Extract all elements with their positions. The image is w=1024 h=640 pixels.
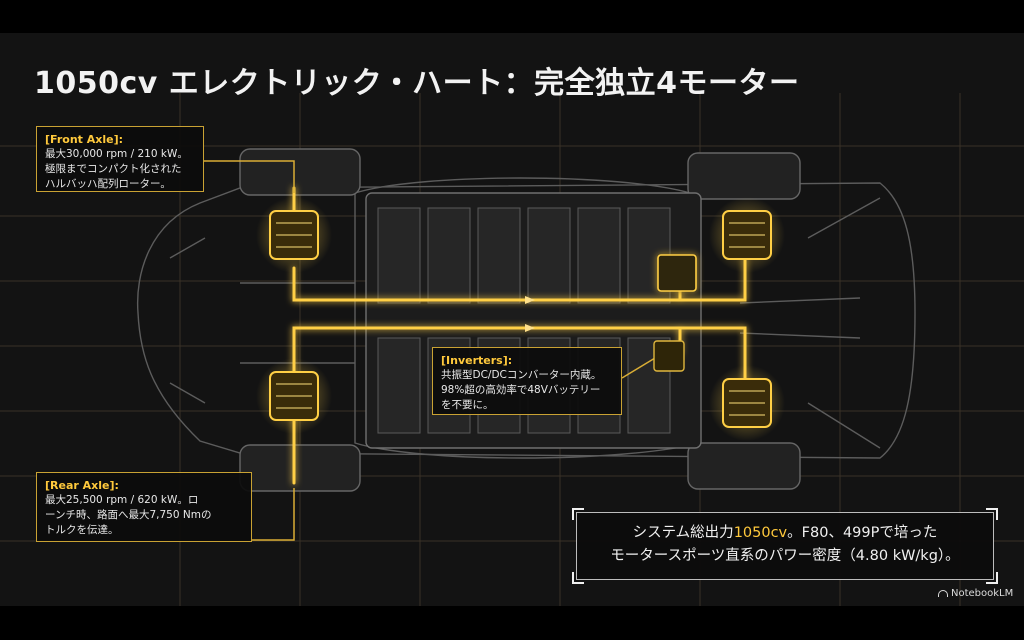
inverters-title: [Inverters]: — [441, 354, 513, 367]
summary-line-1: システム総出力1050cv。F80、499Pで培った — [587, 522, 983, 545]
rear-axle-line: 最大25,500 rpm / 620 kW。ロ — [45, 494, 199, 506]
flow-arrows — [525, 296, 535, 332]
wheel-front-left — [239, 148, 361, 196]
slide-title: 1050cv エレクトリック・ハート：完全独立4モーター — [34, 66, 800, 101]
wheel-front-right — [687, 152, 801, 200]
inverters-callout: [Inverters]: 共振型DC/DCコンバーター内蔵。 98%超の高効率で… — [432, 347, 622, 415]
bracket-corner — [572, 572, 584, 584]
summary-highlight: 1050cv — [733, 525, 788, 541]
letterbox-top — [0, 0, 1024, 33]
inverters-line: を不要に。 — [441, 399, 494, 411]
letterbox-bottom — [0, 606, 1024, 640]
motor-front-left — [256, 197, 332, 273]
rear-axle-title: [Rear Axle]: — [45, 479, 119, 492]
watermark: NotebookLM — [938, 588, 1013, 599]
notebooklm-logo-icon — [938, 589, 948, 597]
inverter-lower — [653, 340, 685, 372]
front-axle-callout: [Front Axle]: 最大30,000 rpm / 210 kW。 極限ま… — [36, 126, 204, 192]
motor-rear-right — [709, 365, 785, 441]
summary-text: システム総出力 — [632, 525, 734, 541]
bracket-corner — [572, 508, 584, 520]
front-axle-line: 最大30,000 rpm / 210 kW。 — [45, 148, 188, 160]
summary-line-2: モータースポーツ直系のパワー密度（4.80 kW/kg）。 — [610, 548, 960, 564]
motor-rear-left — [256, 358, 332, 434]
wheel-rear-left — [239, 444, 361, 492]
front-axle-title: [Front Axle]: — [45, 133, 124, 146]
inverter-upper — [657, 254, 697, 292]
bracket-corner — [986, 508, 998, 520]
summary-text: 。F80、499Pで培った — [787, 525, 938, 541]
bracket-corner — [986, 572, 998, 584]
motor-front-right — [709, 197, 785, 273]
rear-axle-line: トルクを伝達。 — [45, 524, 119, 536]
wheels — [239, 148, 801, 492]
watermark-text: NotebookLM — [951, 588, 1014, 599]
rear-axle-line: ーンチ時、路面へ最大7,750 Nmの — [45, 509, 212, 521]
inverters-line: 共振型DC/DCコンバーター内蔵。 — [441, 369, 602, 381]
inverters-line: 98%超の高効率で48Vバッテリー — [441, 384, 601, 396]
front-axle-line: 極限までコンパクト化された — [45, 163, 182, 175]
wheel-rear-right — [687, 442, 801, 490]
front-axle-line: ハルバッハ配列ローター。 — [45, 178, 171, 190]
summary-box: システム総出力1050cv。F80、499Pで培った モータースポーツ直系のパワ… — [572, 508, 998, 584]
rear-axle-callout: [Rear Axle]: 最大25,500 rpm / 620 kW。ロ ーンチ… — [36, 472, 252, 542]
